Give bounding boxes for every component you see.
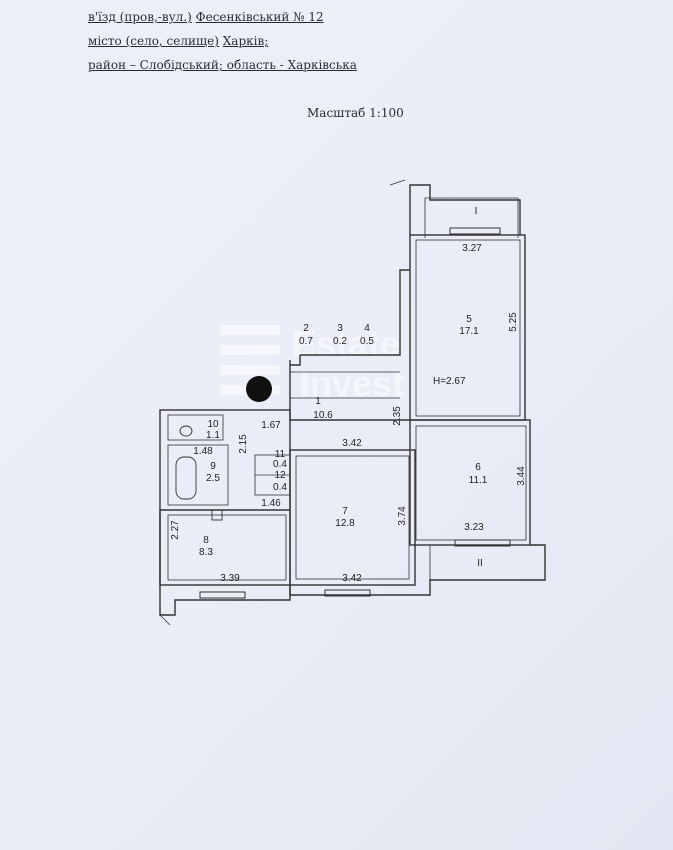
dim-148: 1.48	[193, 446, 213, 457]
room-11-area: 0.4	[273, 459, 287, 470]
watermark-line1: Estate	[292, 323, 400, 364]
room-6-num: 6	[475, 462, 481, 473]
room-1-area: 10.6	[313, 410, 333, 421]
dim-323: 3.23	[464, 522, 484, 533]
room-9-num: 9	[210, 461, 216, 472]
fixtures	[175, 425, 223, 521]
balcony-2-label: II	[477, 558, 483, 569]
street-name: Фесенківський № 12	[195, 10, 324, 24]
windows	[199, 227, 511, 599]
dim-h267: H=2.67	[433, 376, 466, 387]
room-2-num: 2	[303, 323, 309, 334]
room-12-num: 12	[274, 470, 286, 481]
room-6-area: 11.1	[469, 475, 488, 486]
address-line-street: в'їзд (пров,-вул.) Фесенківський № 12	[88, 10, 324, 24]
room-10-area: 1.1	[206, 430, 220, 441]
dark-spot	[246, 376, 272, 402]
dim-342b: 3.42	[342, 573, 362, 584]
room-3-area: 0.2	[333, 336, 347, 347]
room-7-area: 12.8	[335, 518, 355, 529]
walls	[159, 179, 546, 626]
dim-339: 3.39	[220, 573, 240, 584]
region-text: район – Слобідський; область - Харківськ…	[88, 58, 357, 72]
address-line-region: район – Слобідський; область - Харківськ…	[88, 58, 357, 72]
room-10-num: 10	[207, 419, 219, 430]
dim-215: 2.15	[238, 434, 249, 454]
room-3-num: 3	[337, 323, 343, 334]
room-4-area: 0.5	[360, 336, 374, 347]
room-4-num: 4	[364, 323, 370, 334]
address-line-city: місто (село, селище) Харків;	[88, 34, 268, 48]
room-7-num: 7	[342, 506, 348, 517]
room-8-num: 8	[203, 535, 209, 546]
city-prefix: місто (село, селище)	[88, 34, 219, 48]
room-8-area: 8.3	[199, 547, 213, 558]
dim-327: 3.27	[462, 243, 482, 254]
room-12-area: 0.4	[273, 482, 287, 493]
room-11-num: 11	[275, 449, 286, 460]
balcony-1-label: I	[475, 206, 478, 217]
dim-146: 1.46	[261, 498, 281, 509]
scale-label: Масштаб 1:100	[307, 106, 404, 120]
room-2-area: 0.7	[299, 336, 313, 347]
dim-235: 2.35	[392, 406, 403, 426]
dim-227: 2.27	[170, 520, 181, 540]
watermark-line2: Invest	[300, 363, 404, 404]
dim-167: 1.67	[261, 420, 281, 431]
dim-525: 5.25	[508, 312, 519, 332]
dim-374: 3.74	[397, 506, 408, 526]
room-1-num: 1	[315, 396, 321, 407]
city-name: Харків;	[222, 34, 269, 48]
dim-342a: 3.42	[342, 438, 362, 449]
room-9-area: 2.5	[206, 473, 220, 484]
street-prefix: в'їзд (пров,-вул.)	[88, 10, 192, 24]
dim-344: 3.44	[516, 466, 527, 486]
room-5-num: 5	[466, 314, 472, 325]
room-5-area: 17.1	[459, 326, 479, 337]
